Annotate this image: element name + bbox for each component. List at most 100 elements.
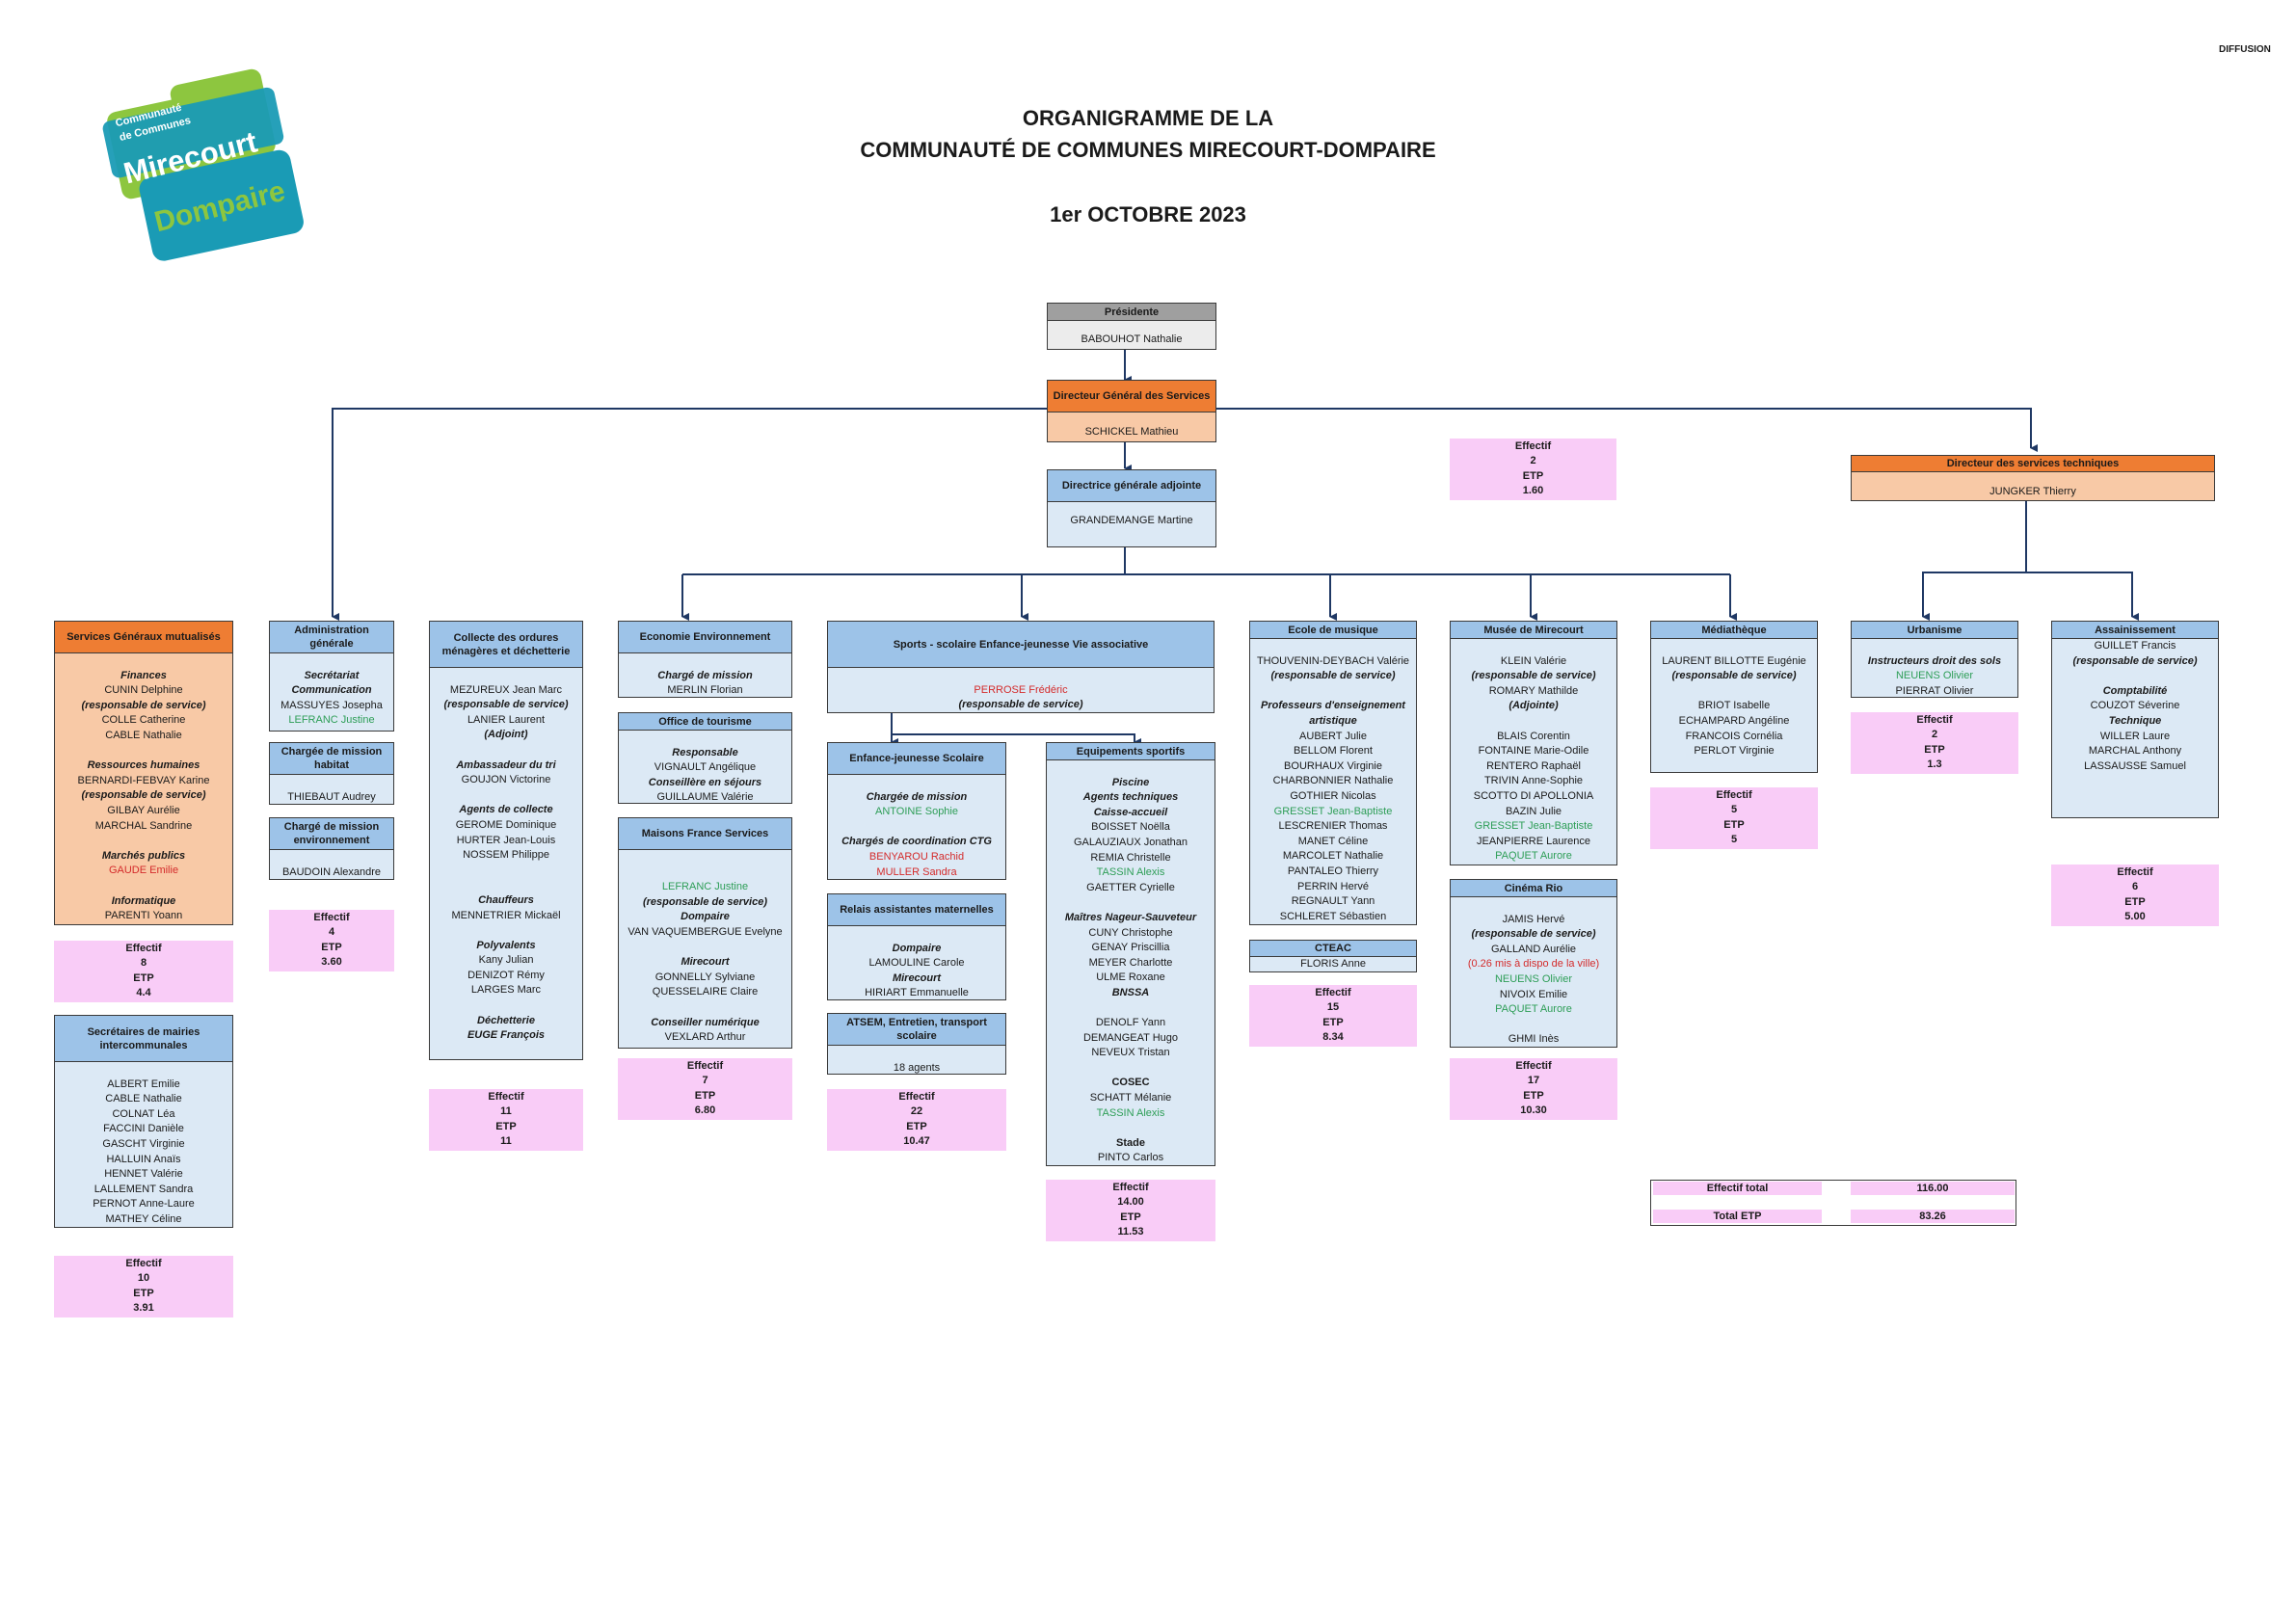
assainissement-effectif: Effectif 6 ETP 5.00 bbox=[2051, 865, 2219, 926]
list-item bbox=[430, 668, 582, 683]
ecole-musique-title: Ecole de musique bbox=[1250, 622, 1416, 639]
list-item: COLNAT Léa bbox=[112, 1107, 175, 1120]
list-item: JAMIS Hervé bbox=[1502, 913, 1565, 925]
etp-label: ETP bbox=[1523, 1089, 1544, 1102]
etp-label: ETP bbox=[694, 1089, 716, 1102]
sg-box: Services Généraux mutualisés Finances CU… bbox=[54, 621, 233, 925]
list-item: Instructeurs droit des sols bbox=[1867, 654, 2002, 667]
list-item: QUESSELAIRE Claire bbox=[652, 986, 759, 998]
sports-box: Sports - scolaire Enfance-jeunesse Vie a… bbox=[827, 621, 1215, 713]
list-item: MERLIN Florian bbox=[667, 684, 743, 697]
list-item: PAQUET Aurore bbox=[1495, 850, 1572, 863]
list-item: COLLE Catherine bbox=[101, 714, 186, 727]
list-item bbox=[619, 653, 791, 669]
effectif-value: 22 bbox=[910, 1105, 923, 1118]
etp-value: 8.34 bbox=[1322, 1031, 1344, 1044]
list-item: PINTO Carlos bbox=[1097, 1152, 1164, 1164]
list-item: BOURHAUX Virginie bbox=[1284, 759, 1382, 772]
musee-list: KLEIN Valérie (responsable de service) R… bbox=[1451, 639, 1616, 865]
list-item: Responsable bbox=[672, 746, 738, 758]
habitat-title: Chargée de mission habitat bbox=[270, 743, 393, 775]
list-item: (responsable de service) bbox=[958, 699, 1083, 711]
list-item: CUNY Christophe bbox=[1088, 926, 1173, 939]
etp-label: ETP bbox=[906, 1120, 927, 1132]
list-item bbox=[430, 878, 582, 893]
list-item: PIERRAT Olivier bbox=[1895, 684, 1974, 697]
effectif-value: 15 bbox=[1326, 1001, 1340, 1014]
list-item bbox=[1047, 1001, 1215, 1017]
list-item: LEFRANC Justine bbox=[661, 881, 749, 893]
economie-effectif: Effectif 7 ETP 6.80 bbox=[618, 1058, 792, 1120]
list-item: Agents de collecte bbox=[459, 804, 553, 816]
list-item: (Adjointe) bbox=[1508, 700, 1559, 712]
list-item bbox=[430, 788, 582, 804]
list-item: GEROME Dominique bbox=[455, 818, 557, 831]
equipements-sportifs-title: Equipements sportifs bbox=[1047, 743, 1215, 760]
list-item: Maîtres Nageur-Sauveteur bbox=[1064, 911, 1197, 923]
list-item: NEUENS Olivier bbox=[1494, 972, 1573, 985]
etp-value: 1.3 bbox=[1927, 758, 1942, 771]
relais-list: Dompaire LAMOULINE Carole Mirecourt HIRI… bbox=[828, 926, 1005, 999]
list-item: TASSIN Alexis bbox=[1096, 1106, 1165, 1119]
list-item: GONNELLY Sylviane bbox=[654, 971, 756, 983]
etp-label: ETP bbox=[1924, 743, 1945, 756]
list-item: COSEC bbox=[1111, 1077, 1150, 1089]
economie-title: Economie Environnement bbox=[619, 622, 791, 653]
etp-value: 10.47 bbox=[903, 1135, 930, 1148]
secretaires-list: ALBERT Emilie CABLE Nathalie COLNAT Léa … bbox=[55, 1062, 232, 1227]
dga-effectif: Effectif 2 ETP 1.60 bbox=[1450, 439, 1616, 500]
etp-label: ETP bbox=[1723, 818, 1745, 831]
diffusion-label: DIFFUSION bbox=[2219, 44, 2271, 55]
list-item: JEANPIERRE Laurence bbox=[1477, 835, 1590, 847]
list-item: Stade bbox=[1116, 1136, 1145, 1149]
list-item: LESCRENIER Thomas bbox=[1278, 820, 1388, 833]
list-item bbox=[828, 775, 1005, 790]
dst-name: JUNGKER Thierry bbox=[1852, 472, 2214, 500]
list-item: Kany Julian bbox=[478, 954, 534, 967]
list-item: CHARBONNIER Nathalie bbox=[1272, 775, 1394, 787]
list-item bbox=[1451, 1018, 1616, 1033]
list-item: LANIER Laurent bbox=[467, 713, 546, 726]
list-item bbox=[828, 820, 1005, 836]
list-item bbox=[828, 668, 1214, 683]
sg-title: Services Généraux mutualisés bbox=[55, 622, 232, 653]
list-item: MATHEY Céline bbox=[105, 1212, 182, 1225]
list-item bbox=[1047, 895, 1215, 911]
effectif-label: Effectif bbox=[686, 1060, 724, 1072]
environnement-box: Chargé de mission environnement BAUDOIN … bbox=[269, 817, 394, 880]
effectif-label: Effectif bbox=[313, 912, 350, 923]
list-item bbox=[828, 1046, 1005, 1061]
dga-box: Directrice générale adjointe GRANDEMANGE… bbox=[1047, 469, 1216, 547]
list-item: Mirecourt bbox=[681, 956, 730, 969]
list-item: GOTHIER Nicolas bbox=[1290, 789, 1376, 802]
effectif-value: 14.00 bbox=[1117, 1196, 1144, 1209]
list-item: PERNOT Anne-Laure bbox=[93, 1198, 195, 1211]
mediatheque-title: Médiathèque bbox=[1651, 622, 1817, 639]
list-item: HALLUIN Anaïs bbox=[106, 1153, 181, 1165]
list-item: VEXLARD Arthur bbox=[664, 1031, 746, 1044]
list-item: EUGE François bbox=[467, 1029, 546, 1042]
effectif-value: 8 bbox=[140, 957, 147, 970]
list-item bbox=[55, 653, 232, 669]
list-item bbox=[619, 1000, 791, 1016]
economie-box: Economie Environnement Chargé de mission… bbox=[618, 621, 792, 698]
list-item bbox=[55, 744, 232, 759]
list-item: Communication bbox=[291, 684, 372, 697]
list-item: ANTOINE Sophie bbox=[874, 806, 958, 818]
assainissement-title: Assainissement bbox=[2052, 622, 2218, 639]
list-item: (responsable de service) bbox=[1471, 928, 1596, 941]
etp-value: 1.60 bbox=[1522, 485, 1544, 497]
total-effectif-value: 116.00 bbox=[1851, 1182, 2015, 1195]
dga-name: GRANDEMANGE Martine bbox=[1048, 502, 1215, 546]
list-item: BENYAROU Rachid bbox=[868, 850, 965, 863]
list-item: HENNET Valérie bbox=[104, 1168, 183, 1181]
admin-box: Administration générale Secrétariat Comm… bbox=[269, 621, 394, 732]
total-etp-value: 83.26 bbox=[1851, 1210, 2015, 1223]
list-item: GASCHT Virginie bbox=[102, 1137, 185, 1150]
list-item: THOUVENIN-DEYBACH Valérie bbox=[1256, 654, 1410, 667]
etp-value: 3.91 bbox=[133, 1302, 154, 1315]
sports-list: PERROSE Frédéric (responsable de service… bbox=[828, 668, 1214, 712]
list-item: PAQUET Aurore bbox=[1495, 1003, 1572, 1016]
etp-value: 5.00 bbox=[2124, 911, 2146, 923]
list-item: (responsable de service) bbox=[1671, 670, 1797, 682]
